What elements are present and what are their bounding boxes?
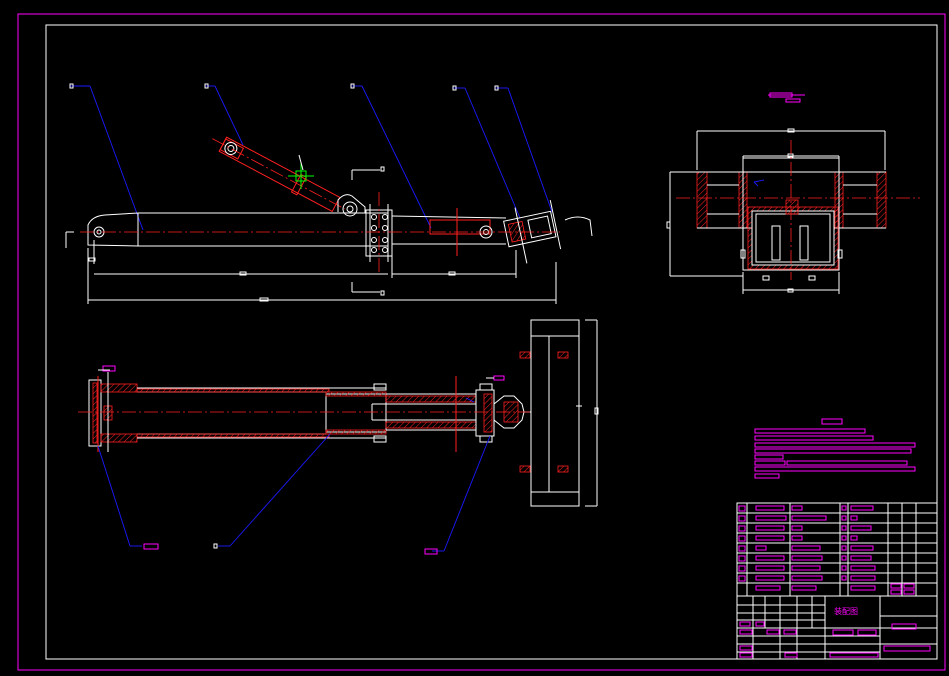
splice-plate — [351, 166, 393, 296]
parts-list-entries — [738, 505, 915, 595]
cylinder-pin-mark — [288, 154, 314, 189]
bolt-group — [371, 214, 388, 253]
title-block: 装配图 — [736, 595, 938, 660]
main-boom — [65, 212, 388, 264]
drawing-title: 装配图 — [834, 606, 858, 616]
top-view — [78, 319, 599, 555]
front-view-leaders — [69, 83, 553, 231]
lift-cylinder — [212, 136, 345, 213]
front-view-dimensions — [87, 246, 557, 304]
parts-list-rows — [737, 512, 937, 584]
side-view — [666, 92, 920, 294]
front-view — [65, 83, 593, 304]
parts-list — [736, 502, 938, 597]
side-view-tag — [768, 92, 805, 103]
pivot-bracket — [337, 194, 366, 217]
technical-notes — [754, 418, 916, 479]
working-head — [503, 200, 562, 264]
sheet-border — [17, 13, 946, 671]
